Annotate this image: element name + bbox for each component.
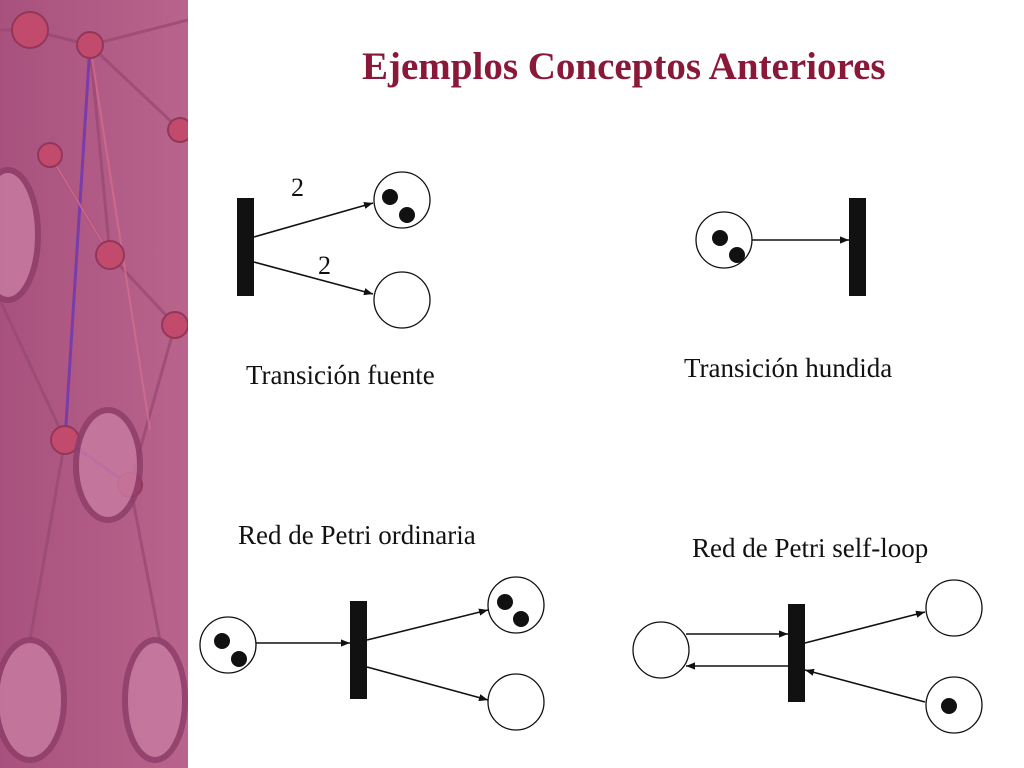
token — [214, 633, 230, 649]
diagram-transicion-hundida: Transición hundida — [684, 198, 892, 383]
token — [712, 230, 728, 246]
page-title: Ejemplos Conceptos Anteriores — [362, 45, 886, 88]
token — [513, 611, 529, 627]
place-top — [373, 171, 431, 229]
arc-to-top-place — [253, 202, 374, 238]
place-bottom — [373, 271, 431, 329]
arc-weight-top: 2 — [291, 173, 304, 202]
token — [497, 594, 513, 610]
transition-bar — [788, 604, 805, 702]
arc-to-top-place — [366, 608, 489, 641]
place-top-right — [925, 579, 983, 637]
caption-red-petri-ordinaria: Red de Petri ordinaria — [238, 520, 476, 550]
transition-bar — [849, 198, 866, 296]
token — [941, 698, 957, 714]
token — [382, 189, 398, 205]
diagram-red-petri-ordinaria: Red de Petri ordinaria — [199, 520, 545, 731]
arc-weight-bottom: 2 — [318, 251, 331, 280]
token — [231, 651, 247, 667]
caption-transicion-hundida: Transición hundida — [684, 353, 892, 383]
token — [729, 247, 745, 263]
arc-from-bottom-right-place — [804, 668, 926, 703]
sidebar-network-art — [0, 0, 188, 768]
arc-to-top-right-place — [804, 610, 926, 644]
arc-to-bottom-place — [366, 666, 489, 702]
place-left — [632, 621, 690, 679]
transition-bar — [350, 601, 367, 699]
diagram-transicion-fuente: 2 2 Transición fuente — [237, 171, 435, 390]
place-top — [487, 576, 545, 634]
place-bottom — [487, 673, 545, 731]
caption-red-petri-self-loop: Red de Petri self-loop — [692, 533, 928, 563]
diagram-red-petri-self-loop: Red de Petri self-loop — [632, 533, 983, 734]
transition-bar — [237, 198, 254, 296]
caption-transicion-fuente: Transición fuente — [246, 360, 435, 390]
arc-to-bottom-place — [253, 261, 374, 296]
token — [399, 207, 415, 223]
